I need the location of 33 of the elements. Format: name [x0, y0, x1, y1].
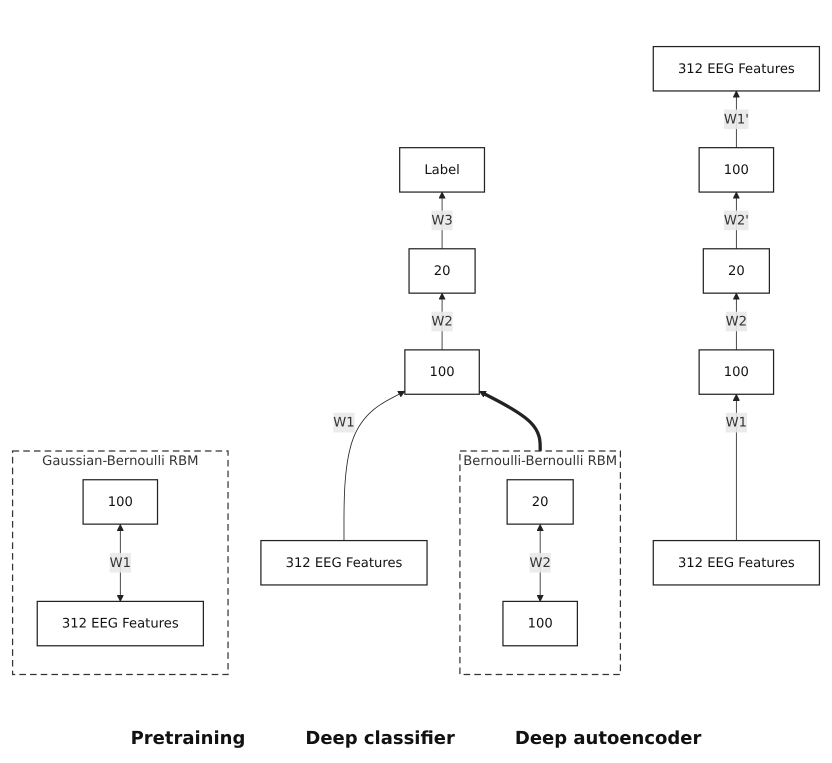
arrow: [344, 391, 406, 542]
column-title: Pretraining: [130, 728, 246, 749]
edge-label: W3: [431, 212, 453, 228]
node-box: [698, 350, 774, 396]
edge-label: W1: [333, 414, 355, 430]
edge-label: W2: [431, 314, 453, 330]
node-box: [260, 540, 428, 586]
node-box: [82, 480, 158, 526]
edge-label: W1': [724, 112, 749, 128]
node-box: [702, 248, 770, 294]
edge-label: W2: [726, 314, 748, 330]
edge-label: W2: [529, 554, 551, 571]
node-box: [652, 540, 820, 586]
network-diagram: W3 W2 W1 W1' W2' W2 W1 Gaussian-Bernoulli RBM W1 100 312 EEG Features Bernoulli-Bernoulli RBM W2 20 100 Label 20 100 312 EEG Features 312 EEG Features 100 20 100 312 EEG Features: [6, 40, 826, 682]
node-box: [399, 148, 486, 194]
arrow: [536, 524, 544, 602]
node-box: [408, 248, 476, 294]
node-box: [506, 480, 574, 526]
arrow: [116, 524, 124, 602]
edge-label: W1: [726, 414, 748, 430]
cluster: [12, 450, 229, 676]
column-title: Deep autoencoder: [514, 728, 702, 749]
cluster: [459, 450, 622, 676]
arrow: [478, 391, 542, 452]
edge-label: W2': [724, 212, 749, 228]
node-box: [652, 46, 820, 92]
node-box: [36, 601, 204, 647]
edge-label: W1: [110, 554, 131, 571]
node-box: [502, 601, 578, 647]
column-title: Deep classifier: [305, 728, 455, 749]
arrow: [732, 394, 740, 542]
node-box: [404, 350, 480, 396]
node-box: [698, 148, 774, 194]
